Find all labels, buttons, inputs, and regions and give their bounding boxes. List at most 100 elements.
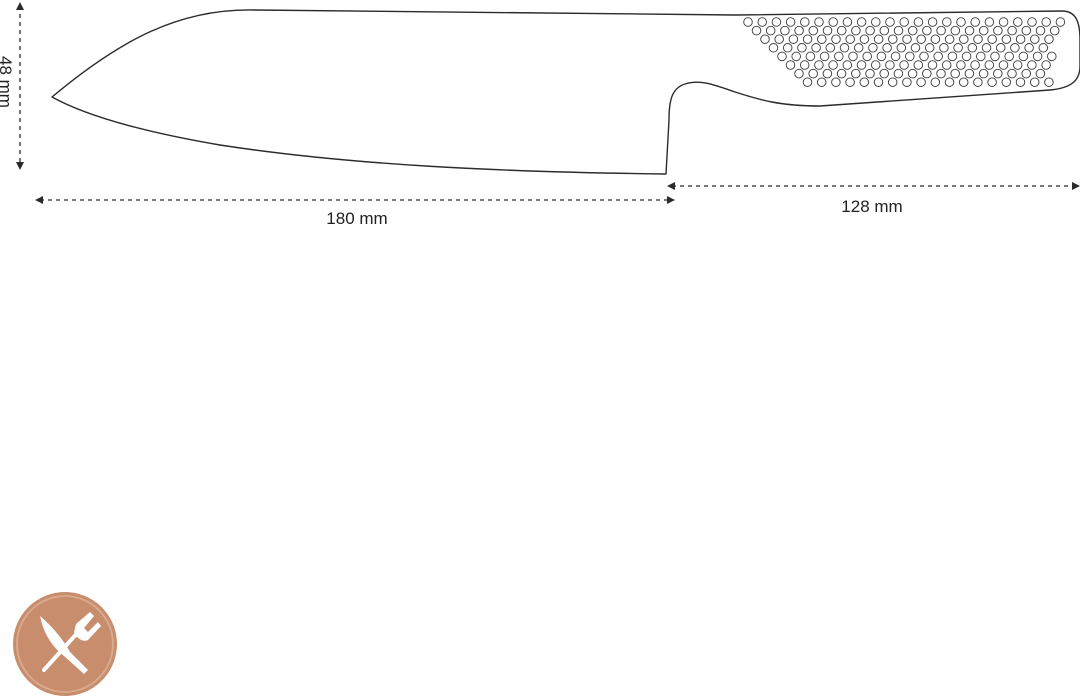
handle-dimple — [814, 60, 824, 70]
handle-dimple — [896, 43, 907, 53]
handle-dimple — [782, 43, 793, 53]
handle-dimple — [828, 60, 838, 70]
knife-fork-badge — [13, 592, 117, 696]
handle-dimple — [1007, 25, 1017, 36]
handle-dimple — [848, 51, 858, 62]
handle-dimple — [998, 60, 1009, 70]
handle-dimple — [964, 25, 975, 36]
handle-dimple — [1041, 17, 1051, 27]
handle-dimple — [930, 34, 941, 44]
handle-dimple — [976, 51, 986, 62]
handle-dimple — [873, 34, 884, 44]
handle-dimple — [831, 77, 841, 87]
handle-dimple — [800, 17, 810, 27]
knife-fork-icon — [40, 612, 101, 674]
handle-dimple — [958, 77, 969, 87]
handle-dimple — [1041, 60, 1051, 70]
handle-dimple — [876, 51, 887, 62]
handle-dimple — [865, 25, 875, 36]
handle-dimple — [978, 68, 989, 79]
handle-dimple — [791, 51, 801, 62]
handle-dimple — [845, 77, 855, 87]
handle-dimple — [978, 25, 989, 36]
handle-dimple — [859, 77, 870, 87]
handle-dimple — [887, 77, 898, 87]
handle-dimple — [842, 17, 853, 27]
handle-dimple — [774, 34, 784, 44]
handle-dimple — [927, 60, 938, 70]
handle-dimple — [1029, 77, 1040, 87]
handle-dimple — [1024, 43, 1034, 53]
handle-dimple — [856, 60, 867, 70]
handle-dimple — [771, 17, 782, 27]
handle-dimple — [967, 43, 978, 53]
handle-dimple — [768, 43, 779, 53]
handle-dimple — [1044, 77, 1054, 87]
handle-dimple — [927, 17, 938, 27]
handle-dimple — [819, 51, 830, 62]
handle-dimple — [822, 68, 833, 79]
handle-dimple — [1021, 68, 1031, 79]
handle-dimple — [811, 43, 821, 53]
handle-dimple — [1035, 25, 1046, 36]
handle-dimple — [1049, 25, 1060, 36]
handle-dimple — [868, 43, 878, 53]
height-label: 48 mm — [0, 56, 15, 108]
handle-dimple — [797, 43, 807, 53]
handle-dimple — [785, 60, 796, 70]
handle-dimple — [885, 17, 895, 27]
handle-dimple — [973, 77, 983, 87]
handle-dimple — [916, 34, 926, 44]
handle-dimple — [905, 51, 915, 62]
handle-dimple — [873, 77, 884, 87]
handle-dimple — [853, 43, 864, 53]
handle-dimple — [950, 68, 960, 79]
handle-dimple — [1001, 77, 1012, 87]
handle-dimple — [799, 60, 810, 70]
handle-dimple — [780, 25, 790, 36]
handle-dimple — [1013, 17, 1023, 27]
handle-dimple — [785, 17, 796, 27]
handle-dimple — [944, 34, 955, 44]
handle-dimple — [936, 68, 946, 79]
handle-dimple — [939, 43, 949, 53]
handle-dimple — [851, 68, 861, 79]
handle-dimple — [831, 34, 841, 44]
handle-dimple — [987, 77, 997, 87]
handle-dimple — [907, 68, 918, 79]
handle-dimple — [899, 17, 909, 27]
handle-dimple — [879, 25, 890, 36]
handle-dimple — [1055, 17, 1066, 27]
handle-dimple — [765, 25, 776, 36]
handle-dimple — [757, 17, 767, 27]
blade-length-dimension: 180 mm — [35, 196, 675, 228]
handle-dimple — [984, 17, 995, 27]
handle-dimple — [947, 51, 958, 62]
handle-dimple — [751, 25, 762, 36]
handle-dimple — [1038, 43, 1049, 53]
handle-dimple — [907, 25, 918, 36]
handle-dimple — [817, 34, 827, 44]
handle-dimple — [839, 43, 850, 53]
handle-dimple — [859, 34, 870, 44]
handle-dimple — [970, 60, 980, 70]
handle-dimple — [998, 17, 1009, 27]
height-dimension: 48 mm — [0, 2, 24, 170]
handle-dimple — [1001, 34, 1012, 44]
handle-dimple — [990, 51, 1000, 62]
handle-dimple — [944, 77, 955, 87]
handle-dimple — [961, 51, 972, 62]
handle-dimple — [1018, 51, 1029, 62]
handle-dimple — [942, 17, 952, 27]
handle-dimple — [885, 60, 895, 70]
handle-dimple — [995, 43, 1006, 53]
handle-dimple — [902, 77, 912, 87]
handle-dimple — [825, 43, 836, 53]
handle-dimple — [913, 60, 924, 70]
handle-dimple — [973, 34, 983, 44]
handle-dimple — [913, 17, 924, 27]
handle-dimple — [836, 25, 847, 36]
handle-dimple — [956, 17, 966, 27]
handle-dimple — [1047, 51, 1057, 62]
